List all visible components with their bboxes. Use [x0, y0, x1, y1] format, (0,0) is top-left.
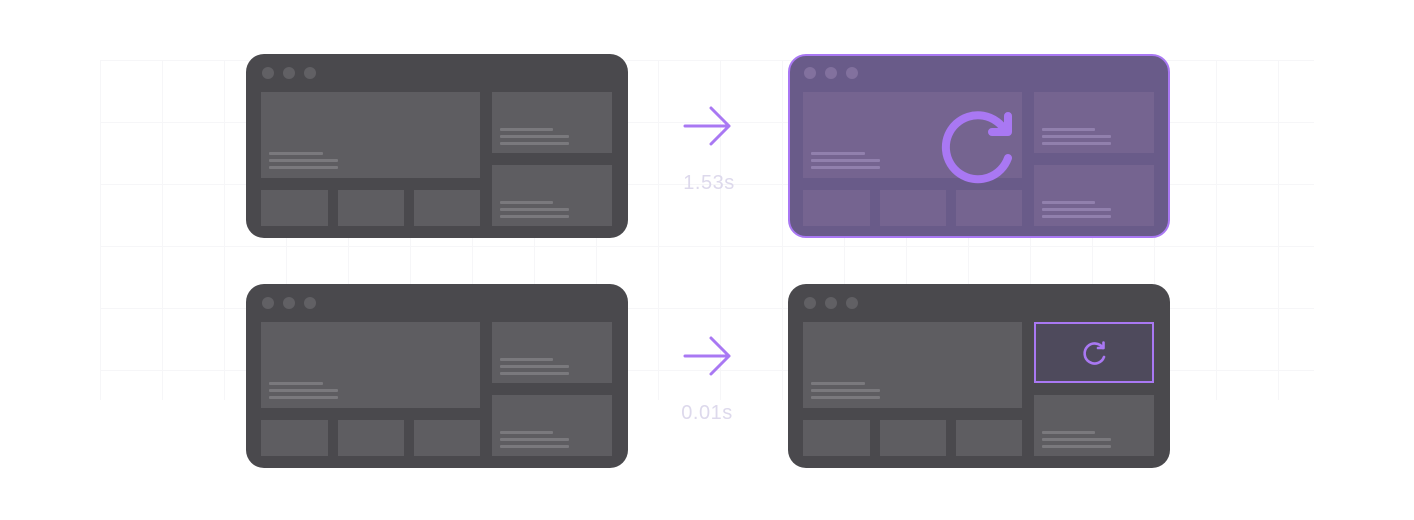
text-line [811, 389, 880, 392]
text-line [500, 201, 553, 204]
text-line [500, 365, 569, 368]
text-line [500, 358, 553, 361]
footer-block [338, 420, 404, 456]
main-content-block [261, 92, 480, 178]
text-line [1042, 445, 1111, 448]
duration-label: 0.01s [681, 402, 733, 424]
text-line [500, 445, 569, 448]
footer-block [956, 190, 1022, 226]
arrow-right-icon [683, 336, 731, 376]
refresh-icon [941, 111, 1012, 184]
text-line [1042, 142, 1111, 145]
text-line [1042, 135, 1111, 138]
window-dot [262, 297, 274, 309]
text-line [500, 431, 553, 434]
window-dot [804, 67, 816, 79]
window-dot [846, 67, 858, 79]
text-line [269, 159, 338, 162]
main-content-block [261, 322, 480, 408]
footer-block [956, 420, 1022, 456]
browser-window-before-full-reload [246, 54, 628, 238]
text-line [500, 208, 569, 211]
duration-label: 1.53s [683, 172, 735, 194]
footer-block [414, 190, 480, 226]
text-line [500, 372, 569, 375]
main-content-block [803, 322, 1022, 408]
footer-block [261, 420, 328, 456]
text-line [269, 389, 338, 392]
text-line [500, 142, 569, 145]
text-line [500, 215, 569, 218]
text-line [500, 135, 569, 138]
window-dot [304, 297, 316, 309]
footer-block [880, 420, 946, 456]
window-dot [262, 67, 274, 79]
footer-block [261, 190, 328, 226]
window-dot [825, 67, 837, 79]
window-dot [804, 297, 816, 309]
text-line [1042, 215, 1111, 218]
main-content-block [803, 92, 1022, 178]
text-line [500, 438, 569, 441]
text-line [1042, 431, 1095, 434]
browser-window-full-reload [788, 54, 1170, 238]
window-dot [846, 297, 858, 309]
text-line [1042, 128, 1095, 131]
text-line [811, 152, 865, 155]
footer-block [338, 190, 404, 226]
window-dot [283, 67, 295, 79]
text-line [811, 396, 880, 399]
text-line [811, 166, 880, 169]
text-line [269, 382, 323, 385]
text-line [500, 128, 553, 131]
text-line [269, 152, 323, 155]
window-dot [283, 297, 295, 309]
window-dot [825, 297, 837, 309]
footer-block [880, 190, 946, 226]
text-line [1042, 438, 1111, 441]
window-dot [304, 67, 316, 79]
text-line [811, 159, 880, 162]
arrow-right-icon [683, 106, 731, 146]
footer-block [803, 190, 870, 226]
text-line [811, 382, 865, 385]
text-line [1042, 208, 1111, 211]
footer-block [414, 420, 480, 456]
reloading-component [1034, 322, 1154, 383]
text-line [269, 396, 338, 399]
footer-block [803, 420, 870, 456]
refresh-icon [1083, 341, 1106, 365]
browser-window-before-partial-reload [246, 284, 628, 468]
text-line [269, 166, 338, 169]
text-line [1042, 201, 1095, 204]
browser-window-partial-reload [788, 284, 1170, 468]
